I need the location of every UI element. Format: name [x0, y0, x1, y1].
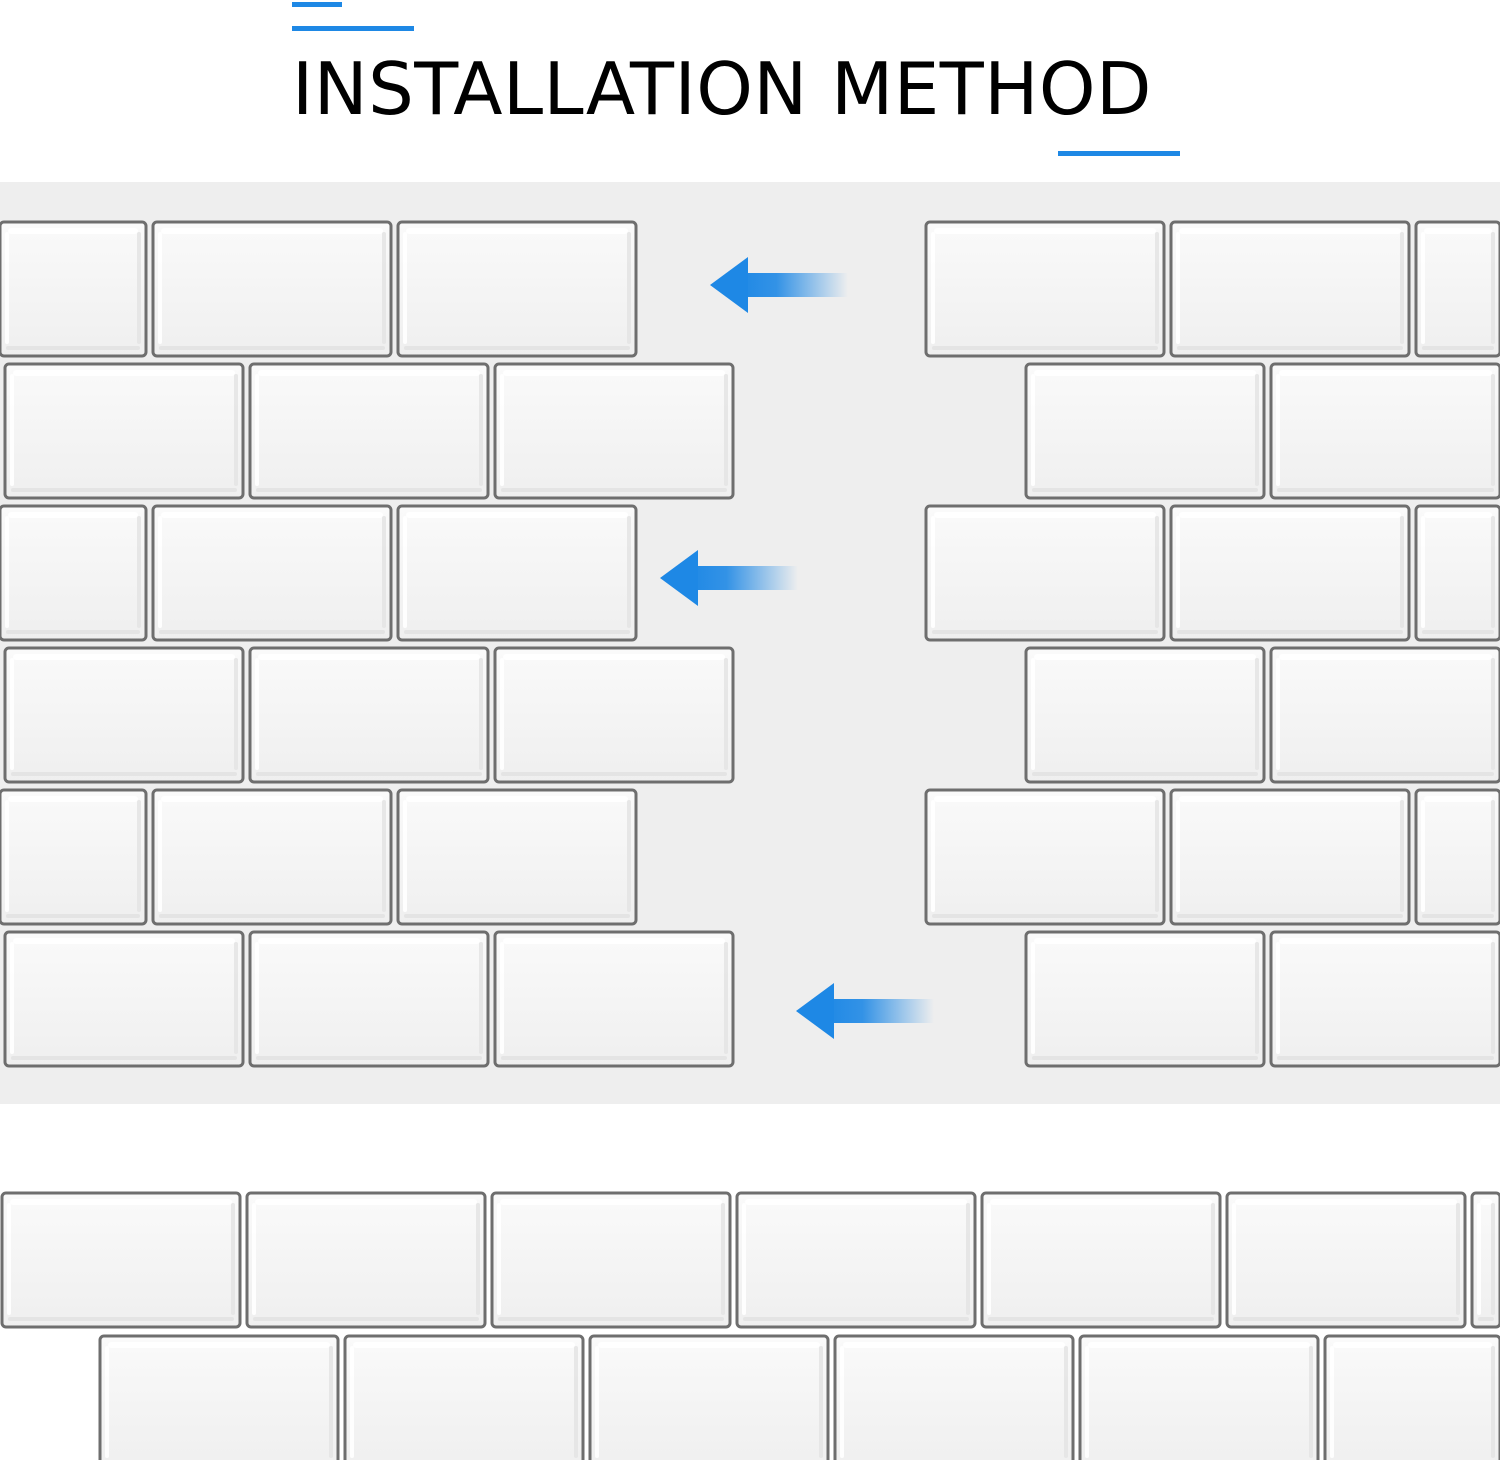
tile: [1269, 930, 1500, 1068]
left-sheet-row: [3, 646, 735, 784]
left-sheet-row: [3, 930, 735, 1068]
tile: [151, 220, 393, 358]
right-sheet-row: [1024, 362, 1500, 500]
tile: [1414, 504, 1500, 642]
tile: [0, 1191, 242, 1329]
tile: [493, 646, 735, 784]
title-accent-bottom: [1058, 151, 1180, 156]
tile: [3, 930, 245, 1068]
arrow-left-icon: [710, 257, 848, 313]
tile: [0, 788, 148, 926]
tile: [924, 220, 1166, 358]
tile: [980, 1191, 1222, 1329]
tile: [3, 362, 245, 500]
tile: [1269, 362, 1500, 500]
tile: [833, 1334, 1075, 1460]
left-sheet-row: [0, 220, 638, 358]
bottom-wall-row: [0, 1191, 1500, 1329]
tile: [1414, 788, 1500, 926]
right-sheet-row: [1024, 930, 1500, 1068]
tile: [490, 1191, 732, 1329]
tile: [151, 504, 393, 642]
arrow-left-icon: [796, 983, 934, 1039]
tile: [1269, 646, 1500, 784]
tile: [0, 504, 148, 642]
tile: [924, 788, 1166, 926]
tile: [735, 1191, 977, 1329]
tile: [1024, 930, 1266, 1068]
tile: [1323, 1334, 1500, 1460]
right-sheet-row: [1024, 646, 1500, 784]
tile: [3, 646, 245, 784]
tile: [1470, 1191, 1500, 1329]
tile: [248, 362, 490, 500]
tile: [98, 1334, 340, 1460]
right-sheet-row: [924, 504, 1500, 642]
tile: [924, 504, 1166, 642]
tile: [1225, 1191, 1467, 1329]
tile: [1169, 220, 1411, 358]
tile: [343, 1334, 585, 1460]
tile: [493, 362, 735, 500]
bottom-wall-row: [98, 1334, 1500, 1460]
tile: [1169, 788, 1411, 926]
tile: [1024, 362, 1266, 500]
page-title: INSTALLATION METHOD: [292, 47, 1152, 131]
tile: [1024, 646, 1266, 784]
right-sheet-row: [924, 788, 1500, 926]
tile: [0, 220, 148, 358]
left-sheet-row: [0, 788, 638, 926]
tile: [1414, 220, 1500, 358]
tile: [1078, 1334, 1320, 1460]
tile: [248, 930, 490, 1068]
tile: [151, 788, 393, 926]
tile: [396, 788, 638, 926]
arrow-left-icon: [660, 550, 798, 606]
arrow-group: [660, 257, 934, 1039]
tile: [493, 930, 735, 1068]
title-accent-top-long: [292, 26, 414, 31]
right-sheet-row: [924, 220, 1500, 358]
left-sheet-row: [0, 504, 638, 642]
tile: [245, 1191, 487, 1329]
tile-groups: [0, 220, 1500, 1460]
tile: [396, 220, 638, 358]
tile: [396, 504, 638, 642]
left-sheet-row: [3, 362, 735, 500]
tile: [588, 1334, 830, 1460]
tile: [248, 646, 490, 784]
tile: [1169, 504, 1411, 642]
title-accent-top: [292, 2, 342, 7]
